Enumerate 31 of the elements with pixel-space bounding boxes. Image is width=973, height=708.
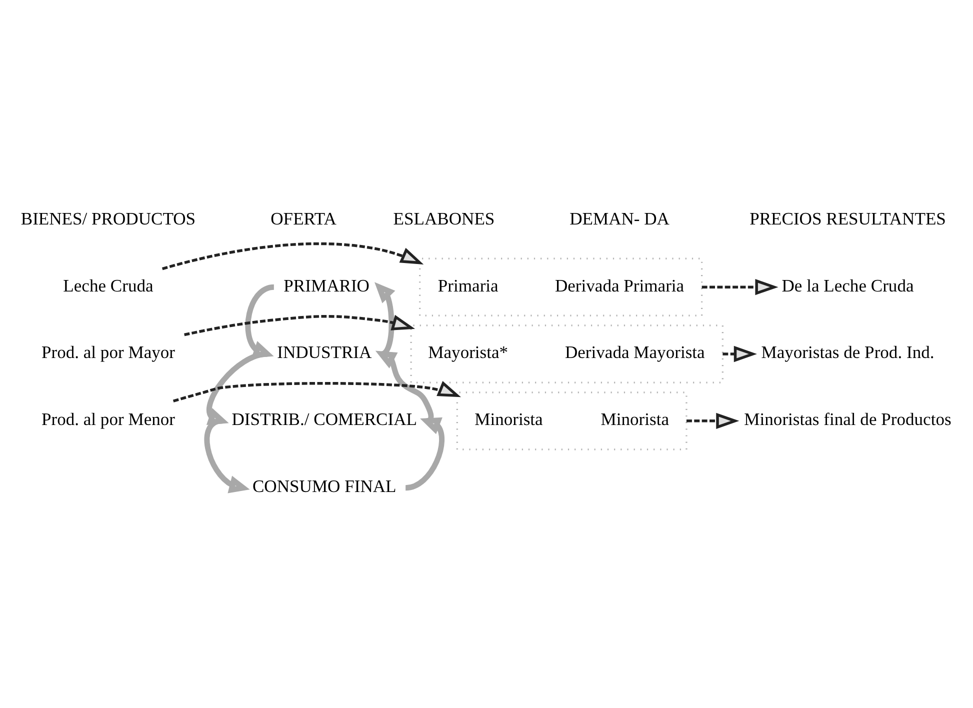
node-text: Leche Cruda bbox=[63, 275, 154, 296]
node-text: Derivada Primaria bbox=[554, 275, 684, 296]
node-text: PRIMARIO bbox=[284, 275, 370, 296]
label: OFERTA bbox=[270, 208, 336, 228]
node-text: Primaria bbox=[438, 275, 498, 296]
arrow bbox=[172, 381, 461, 402]
arrow bbox=[162, 242, 424, 270]
node-text: Minorista bbox=[474, 409, 543, 430]
cluster bbox=[419, 258, 703, 316]
node-text: Prod. al por Mayor bbox=[41, 342, 175, 362]
arrow bbox=[702, 279, 778, 296]
node-text: Derivada Mayorista bbox=[564, 342, 705, 362]
node-text: Prod. al por Menor bbox=[41, 409, 175, 430]
cluster bbox=[456, 392, 688, 450]
node-text: INDUSTRIA bbox=[277, 342, 372, 362]
arrow bbox=[722, 346, 757, 362]
label: BIENES/ PRODUCTOS bbox=[20, 208, 196, 228]
label: DEMAN- DA bbox=[570, 208, 670, 228]
node-text: Minoristas final de Productos bbox=[744, 409, 952, 430]
node-text: CONSUMO FINAL bbox=[252, 476, 396, 496]
label: PRECIOS RESULTANTES bbox=[750, 208, 946, 228]
cluster bbox=[410, 324, 724, 384]
arrow bbox=[686, 412, 740, 429]
label: ESLABONES bbox=[393, 208, 495, 228]
arrow bbox=[184, 314, 416, 336]
node-text: DISTRIB./ COMERCIAL bbox=[232, 409, 418, 430]
node-text: Mayorista* bbox=[428, 342, 508, 362]
node-text: Minorista bbox=[600, 409, 670, 430]
node-text: Mayoristas de Prod. Ind. bbox=[761, 342, 934, 362]
node-text: De la Leche Cruda bbox=[782, 275, 914, 296]
arrow bbox=[405, 417, 444, 491]
